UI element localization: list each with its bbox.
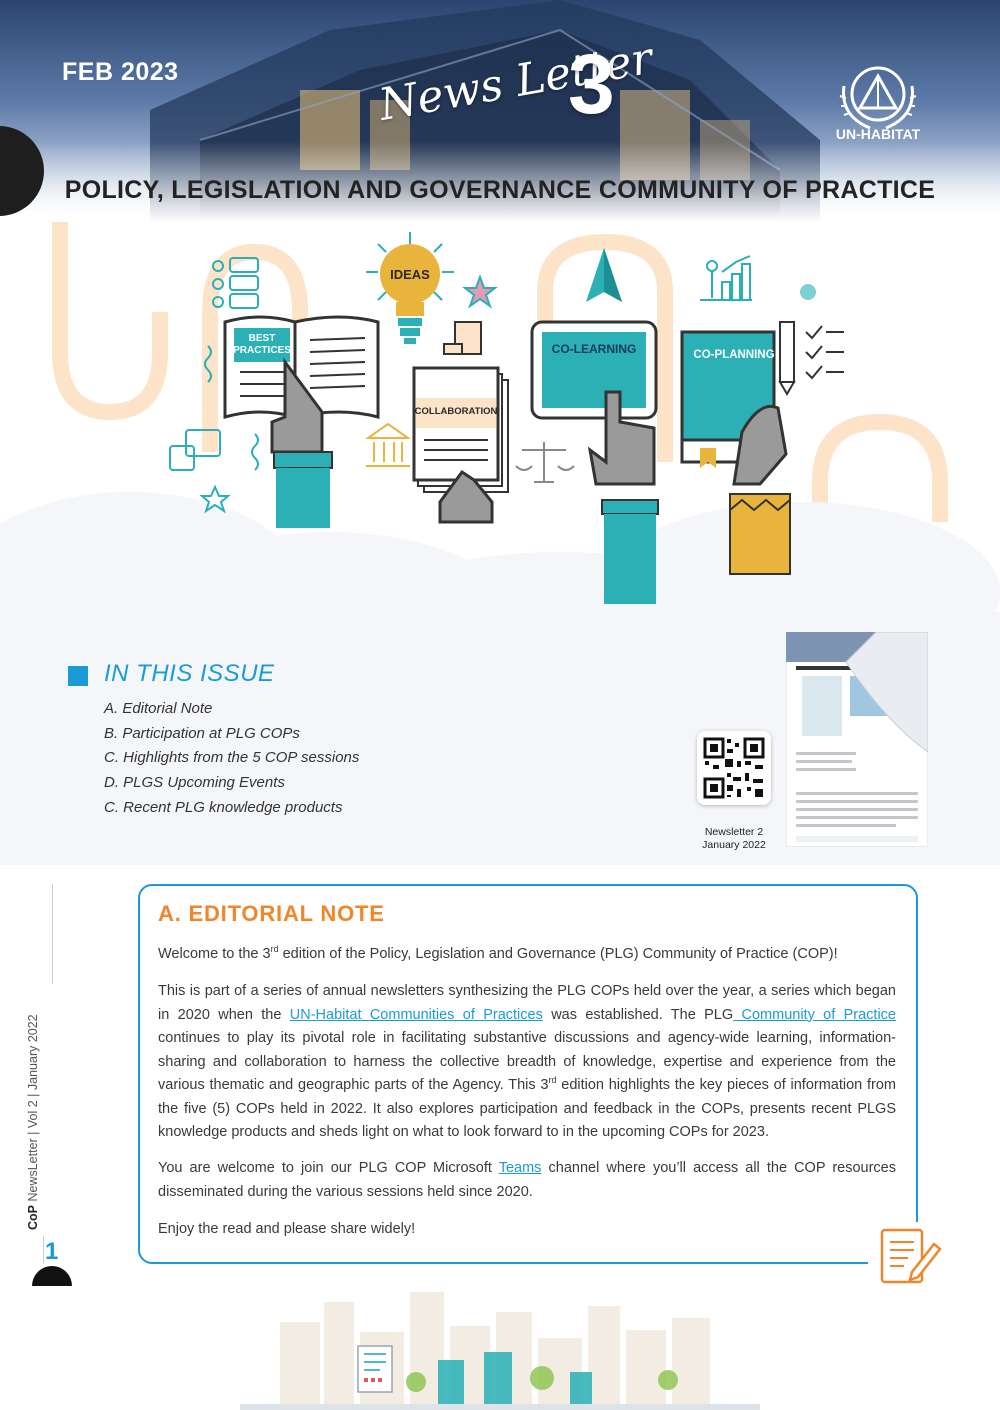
editorial-paragraph-4: Enjoy the read and please share widely! — [158, 1221, 416, 1237]
label-co-learning: CO-LEARNING — [552, 342, 637, 356]
star-icon — [199, 484, 231, 514]
paper-plane-icon — [586, 248, 622, 302]
section-marker — [68, 666, 88, 686]
org-name: UN-HABITAT — [835, 126, 921, 142]
teams-link[interactable]: Teams — [498, 1160, 542, 1176]
squiggle-decoration — [251, 433, 259, 471]
co-planning-book: CO-PLANNING — [680, 330, 791, 575]
label-ideas: IDEAS — [390, 267, 430, 282]
report-card-icon — [357, 1345, 393, 1393]
city-skyline-illustration — [240, 1292, 760, 1410]
communities-of-practice-link[interactable]: UN-Habitat Communities of Practices — [289, 1006, 543, 1023]
editorial-paragraph-2: This is part of a series of annual newsl… — [158, 983, 897, 1140]
contents-item[interactable]: C. Highlights from the 5 COP sessions — [104, 749, 360, 767]
gavel-icon — [443, 321, 482, 355]
qr-caption: Newsletter 2 January 2022 — [690, 826, 778, 852]
side-issue-info: NewsLetter | Vol 2 | January 2022 — [26, 1014, 40, 1205]
side-divider — [43, 1236, 44, 1264]
side-running-header: CoP NewsLetter | Vol 2 | January 2022 — [26, 970, 40, 1230]
page-title: POLICY, LEGISLATION AND GOVERNANCE COMMU… — [64, 176, 936, 204]
star-icon — [462, 274, 498, 309]
arch-decoration — [52, 222, 948, 522]
squiggle-decoration — [204, 345, 212, 383]
notepad-pen-icon — [868, 1222, 942, 1288]
editorial-box — [138, 884, 918, 1264]
in-this-issue-title: IN THIS ISSUE — [104, 660, 275, 687]
plg-community-link[interactable]: Community of Practice — [733, 1006, 897, 1023]
contents-item[interactable]: A. Editorial Note — [104, 700, 213, 717]
contents-list: A. Editorial Note B. Participation at PL… — [104, 697, 359, 820]
label-best: BEST — [249, 333, 276, 344]
people-chat-icon — [212, 257, 259, 309]
qr-code[interactable] — [697, 731, 771, 805]
contents-item[interactable]: B. Participation at PLG COPs — [104, 724, 300, 742]
issue-date: FEB 2023 — [62, 58, 179, 86]
side-brand: CoP — [26, 1205, 40, 1230]
previous-newsletter-cover[interactable] — [786, 632, 928, 847]
checklist-icon — [805, 325, 844, 380]
cloud-decoration — [0, 492, 1000, 642]
growth-chart-icon — [700, 255, 752, 301]
editorial-title: A. EDITORIAL NOTE — [158, 901, 385, 926]
dot-decoration — [800, 284, 816, 300]
label-co-planning: CO-PLANNING — [693, 349, 774, 361]
idea-bulb-icon: IDEAS — [366, 232, 454, 344]
pencil-icon — [778, 321, 796, 396]
qr-caption-date: January 2022 — [702, 839, 766, 851]
best-practices-book: BEST PRACTICES — [223, 315, 380, 528]
courthouse-icon — [364, 422, 412, 467]
co-learning-tablet: CO-LEARNING — [530, 320, 659, 604]
un-habitat-logo — [839, 66, 917, 130]
contents-item[interactable]: C. Recent PLG knowledge products — [104, 798, 343, 816]
editorial-paragraph-3: You are welcome to join our PLG COP Micr… — [158, 1160, 896, 1200]
scales-icon — [515, 442, 575, 483]
page-number: 1 — [45, 1238, 59, 1265]
collaboration-document: COLLABORATION — [412, 366, 509, 524]
header-banner — [0, 0, 1000, 222]
qr-caption-title: Newsletter 2 — [704, 826, 764, 838]
newsletter-number: 3 — [568, 37, 615, 131]
chat-icon — [169, 429, 221, 471]
label-collaboration: COLLABORATION — [415, 406, 498, 417]
side-divider — [52, 884, 53, 984]
hero-illustration: IDEAS BEST PRACTICES — [0, 222, 1000, 642]
label-practices: PRACTICES — [233, 345, 291, 356]
editorial-paragraph-1: Welcome to the 3rd edition of the Policy… — [158, 944, 838, 962]
page-tab-decoration — [32, 1266, 72, 1286]
contents-item[interactable]: D. PLGS Upcoming Events — [104, 774, 285, 792]
